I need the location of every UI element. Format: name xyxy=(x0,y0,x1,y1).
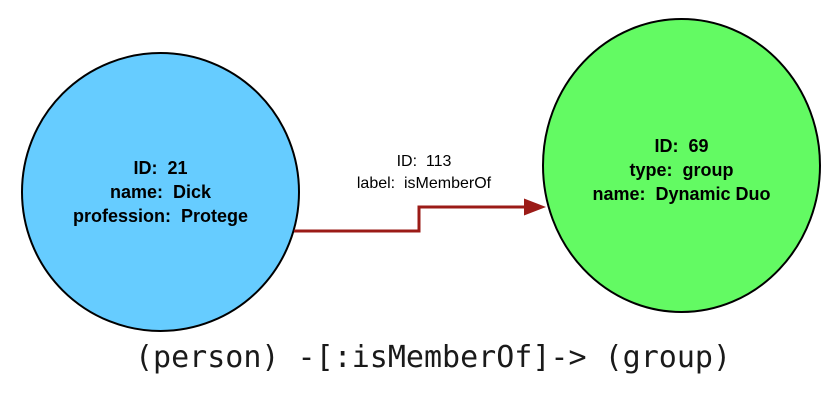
cypher-caption: (person) -[:isMemberOf]-> (group) xyxy=(134,340,732,375)
edge-line xyxy=(294,205,525,233)
person-node-circle xyxy=(21,52,300,332)
group-node-circle xyxy=(542,18,821,313)
edge-arrowhead-icon xyxy=(524,198,546,216)
